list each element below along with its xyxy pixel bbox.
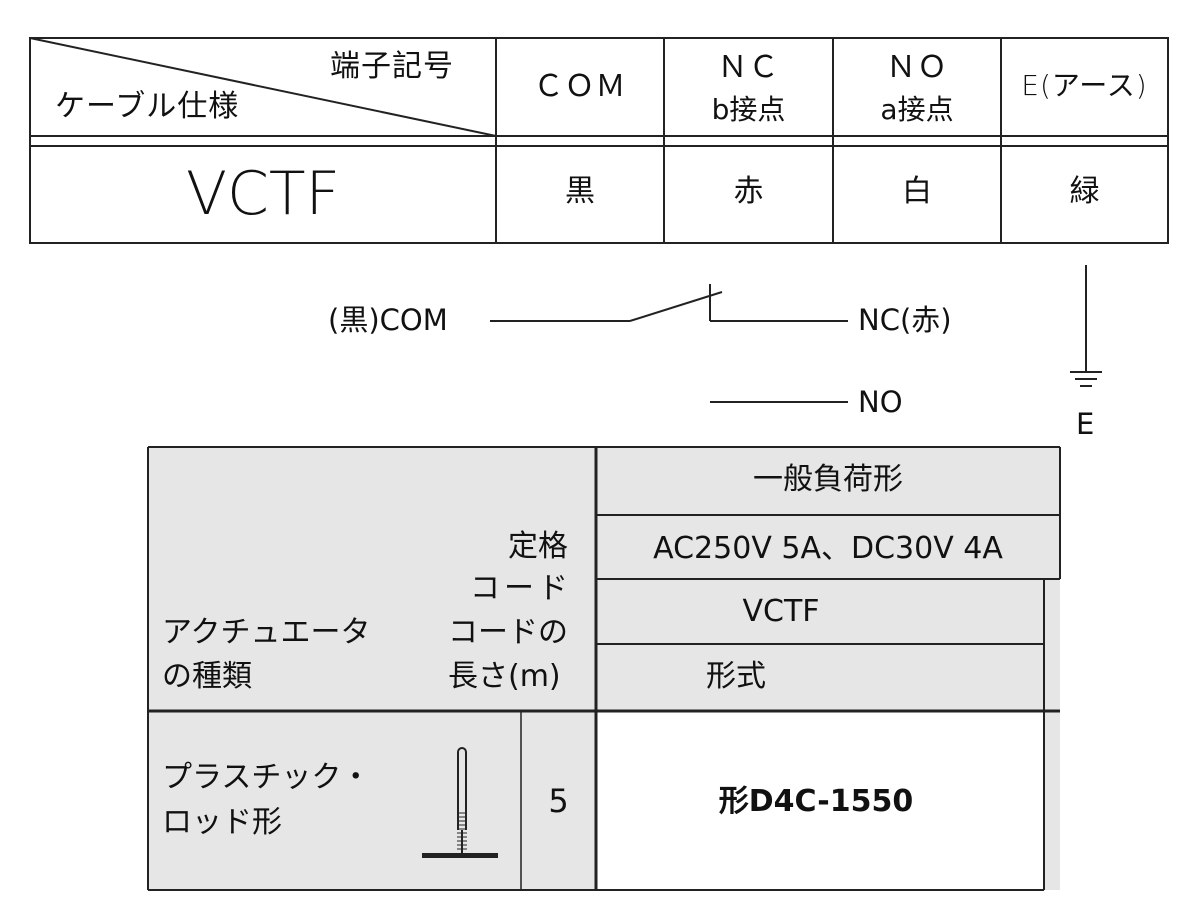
nc-label: NC(赤) (858, 303, 952, 337)
rating-label: 定格 (508, 529, 568, 564)
ground-label: E (1076, 407, 1095, 441)
actuator-header-2: の種類 (162, 659, 252, 694)
cord-value: VCTF (742, 594, 820, 629)
color-nc: 赤 (733, 174, 764, 209)
spec-table-grid (147, 446, 1061, 891)
col-no-sub: a接点 (880, 93, 954, 126)
cord-length-value: 5 (548, 782, 569, 820)
wiring-table-grid (29, 37, 1169, 244)
color-com: 黒 (565, 174, 595, 209)
com-label: (黒)COM (328, 303, 448, 337)
switch-circuit (490, 265, 1102, 403)
col-earth: E(アース) (1021, 69, 1148, 102)
model-header: 形式 (706, 659, 766, 694)
model-number: 形D4C-1550 (718, 784, 914, 819)
color-no: 白 (902, 174, 932, 209)
actuator-name-1: プラスチック・ (162, 760, 371, 795)
no-label: NO (858, 385, 903, 419)
cord-length-header-2: 長さ(m) (448, 659, 561, 694)
color-earth: 緑 (1069, 174, 1100, 209)
actuator-header-1: アクチュエータ (162, 615, 371, 650)
col-nc: ＮＣ (717, 50, 780, 85)
actuator-name-2: ロッド形 (162, 805, 282, 840)
terminal-symbol-header: 端子記号 (330, 49, 454, 84)
load-type: 一般負荷形 (753, 462, 903, 497)
col-com: ＣＯＭ (533, 69, 627, 104)
plastic-rod-actuator-icon (422, 747, 498, 858)
cable-spec-header: ケーブル仕様 (55, 89, 240, 124)
cable-vctf: VCTF (185, 159, 341, 229)
model-cell-bg (597, 711, 1044, 890)
col-no: ＮＯ (886, 50, 948, 85)
cord-label: コード (470, 571, 572, 606)
col-nc-sub: b接点 (711, 93, 786, 126)
rating-value: AC250V 5A、DC30V 4A (653, 531, 1003, 566)
cord-length-header-1: コードの (448, 615, 568, 650)
